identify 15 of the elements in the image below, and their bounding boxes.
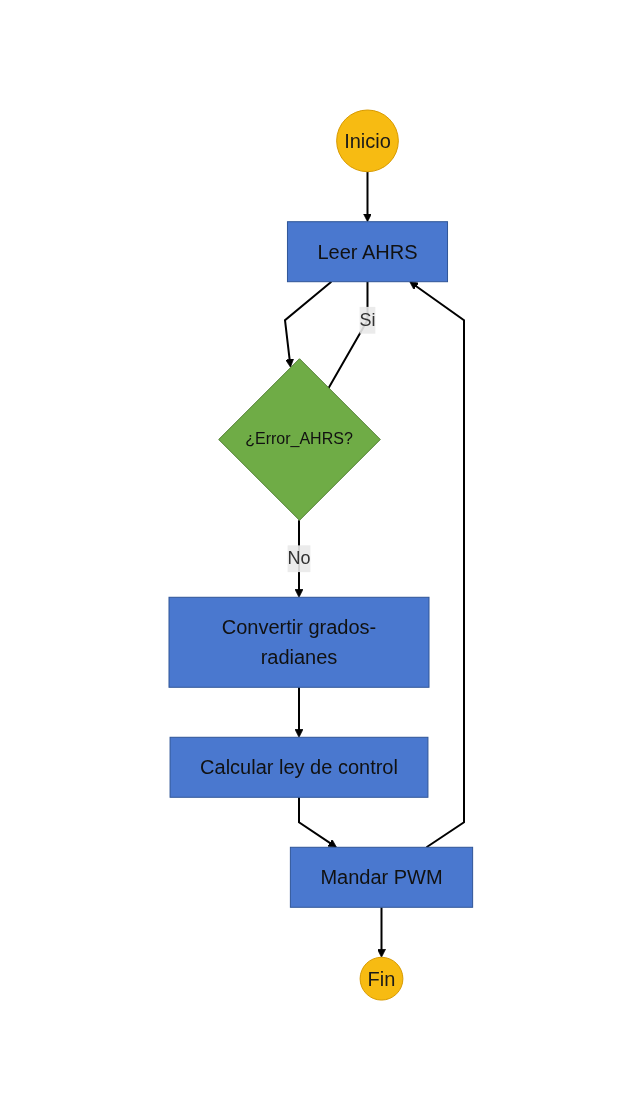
node-circle: Fin bbox=[359, 956, 404, 1001]
arrow bbox=[294, 686, 304, 738]
node-diamond: ¿Error_AHRS? bbox=[217, 358, 381, 521]
node-box: Mandar PWM bbox=[289, 846, 473, 908]
edge-label: Si bbox=[359, 309, 376, 330]
arrow bbox=[283, 280, 333, 368]
arrow bbox=[409, 281, 465, 849]
node-box: Leer AHRS bbox=[286, 221, 448, 283]
node-box: Convertir grados-radianes bbox=[168, 596, 430, 688]
node-box: Calcular ley de control bbox=[169, 736, 429, 798]
arrow bbox=[376, 906, 386, 958]
arrow bbox=[362, 170, 372, 223]
arrow bbox=[297, 796, 337, 848]
node-circle: Inicio bbox=[335, 109, 399, 173]
edge-label: No bbox=[287, 548, 311, 569]
